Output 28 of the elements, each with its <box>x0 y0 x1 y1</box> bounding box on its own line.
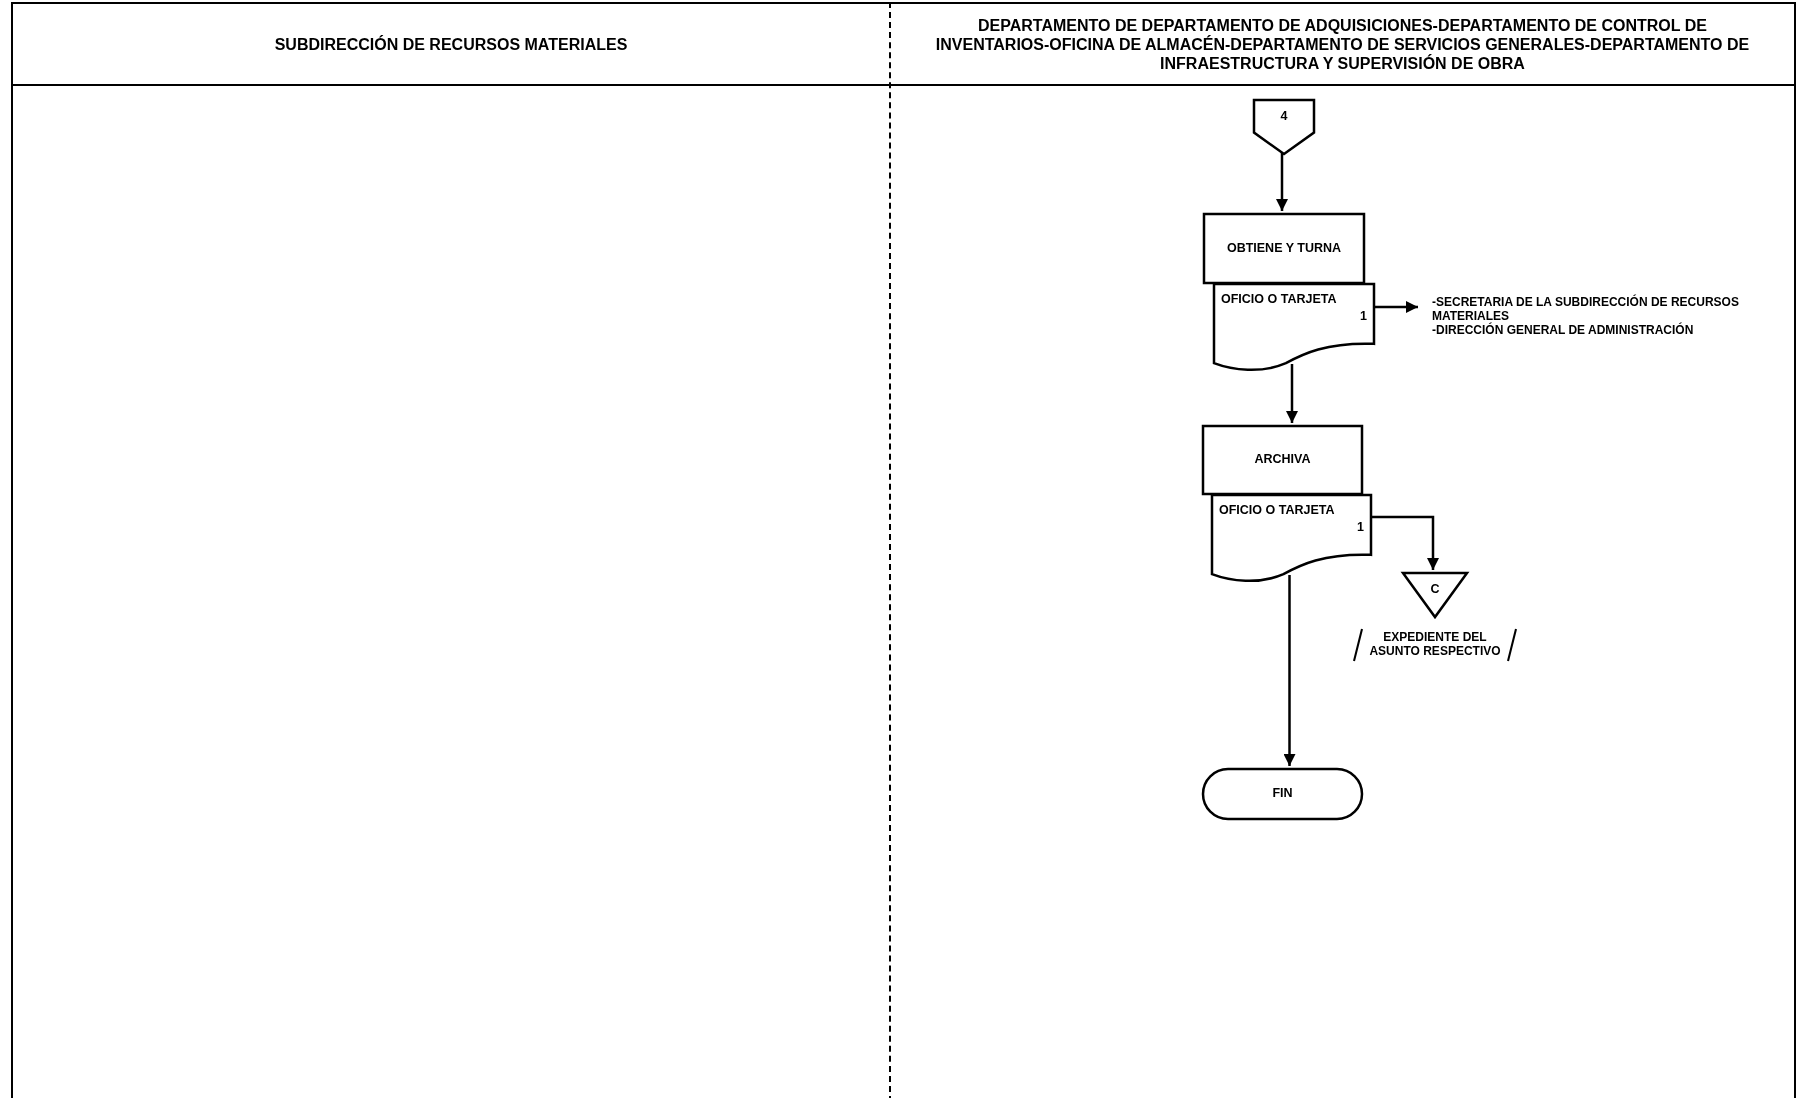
recipient-name: -DIRECCIÓN GENERAL DE ADMINISTRACIÓN <box>1432 323 1695 337</box>
lane-title: DEPARTAMENTO DE DEPARTAMENTO DE ADQUISICIONES-DEPARTAMENTO DE CONTROL DE INVENTARIOS-OFICINA DE ALMACÉN-DEPARTAMENTO DE SERVICIOS GENERALES-DEPARTAMENTO DE INFRAESTRUCTURA Y SUPERVISIÓN DE OBRA <box>934 15 1751 73</box>
terminator-label: FIN <box>1271 786 1294 801</box>
swimlane <box>889 2 1796 1098</box>
document-number: 1 <box>1357 520 1364 535</box>
lane-title: SUBDIRECCIÓN DE RECURSOS MATERIALES <box>273 34 629 54</box>
recipient-name: -SECRETARIA DE LA SUBDIRECCIÓN DE RECURSOS MATERIALES <box>1432 295 1740 323</box>
process-box <box>1203 213 1365 284</box>
process-box <box>1202 425 1363 495</box>
arrow <box>1370 515 1439 570</box>
terminator <box>1202 768 1363 820</box>
archive-caption: EXPEDIENTE DEL ASUNTO RESPECTIVO <box>1368 630 1502 658</box>
document-title: OFICIO O TARJETA <box>1219 503 1335 518</box>
arrow <box>1286 364 1298 423</box>
arrow <box>1283 575 1296 766</box>
document-shape <box>1211 495 1372 583</box>
connector-number: 4 <box>1279 109 1289 124</box>
swimlane <box>11 2 889 1098</box>
arrow <box>1373 301 1418 313</box>
archive-triangle <box>1402 572 1468 618</box>
process-label: ARCHIVA <box>1253 452 1312 467</box>
document-title: OFICIO O TARJETA <box>1221 292 1337 307</box>
off-page-connector <box>1253 99 1315 155</box>
archive-code: C <box>1429 582 1441 597</box>
document-shape <box>1213 284 1375 372</box>
arrow <box>1276 153 1288 211</box>
document-number: 1 <box>1360 309 1367 324</box>
process-label: OBTIENE Y TURNA <box>1225 240 1343 256</box>
